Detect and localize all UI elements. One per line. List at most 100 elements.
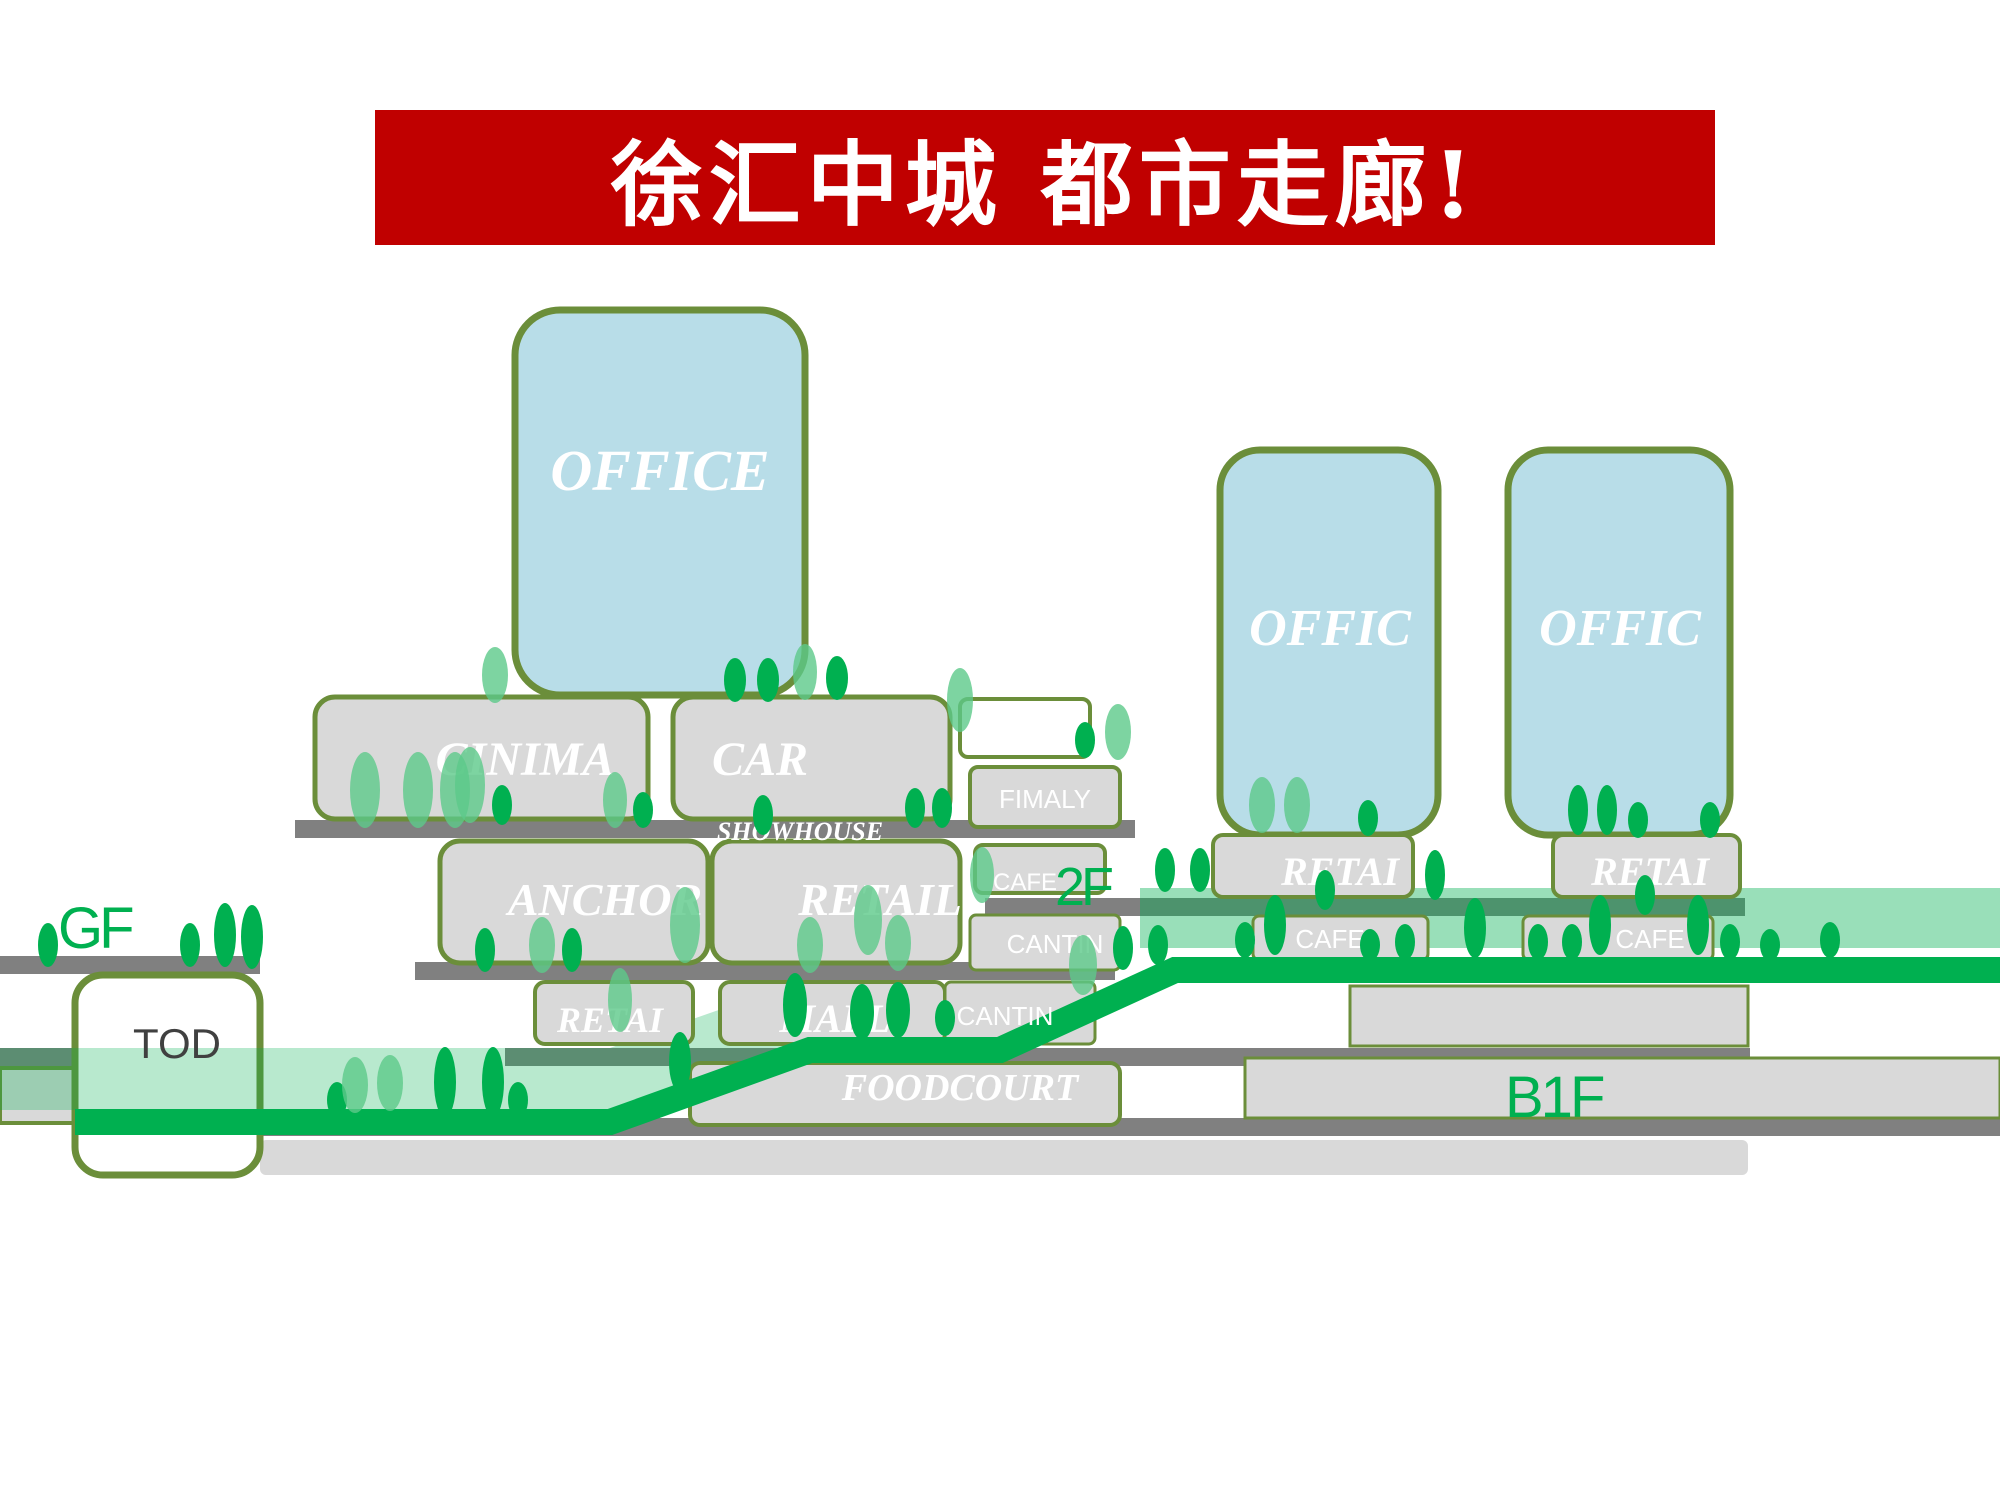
tree — [608, 968, 632, 1032]
tree — [214, 903, 236, 967]
urban-corridor-path — [75, 957, 2000, 1135]
tree — [670, 887, 700, 963]
tree — [724, 658, 746, 702]
tree — [1589, 895, 1611, 955]
page-title: 徐汇中城 都市走廊! — [610, 131, 1480, 239]
retail-right-1-label: RETAI — [1280, 849, 1400, 894]
b1-slab-left — [0, 1048, 75, 1066]
tree — [1395, 924, 1415, 960]
tree — [508, 1082, 528, 1118]
tree — [1155, 848, 1175, 892]
gf-right-block — [1348, 984, 1750, 1048]
level-gf-label: GF — [58, 896, 133, 961]
tree — [753, 795, 773, 835]
showhouse-label: SHOWHOUSE — [717, 817, 883, 846]
office-main-label: OFFICE — [550, 438, 769, 503]
tree — [377, 1055, 403, 1111]
tree — [403, 752, 433, 828]
tree — [562, 928, 582, 972]
tree — [482, 647, 508, 703]
tree — [1113, 926, 1133, 970]
cantin-gf-label: CANTIN — [957, 1001, 1054, 1031]
anchor-label: ANCHOR — [505, 874, 702, 925]
tree — [455, 747, 485, 823]
tree — [1148, 925, 1168, 965]
tree — [1264, 895, 1286, 955]
tree — [947, 668, 973, 732]
tree — [1425, 850, 1445, 900]
tree — [350, 752, 380, 828]
tree — [797, 917, 823, 973]
tree — [850, 984, 874, 1040]
tree — [885, 915, 911, 971]
tree — [1360, 929, 1380, 961]
tree — [669, 1032, 691, 1092]
sport-label: SPRT — [998, 717, 1063, 746]
tree — [757, 658, 779, 702]
tree — [1528, 924, 1548, 960]
tree — [1464, 898, 1486, 958]
tree — [603, 772, 627, 828]
tree — [1628, 802, 1648, 838]
tree — [529, 917, 555, 973]
upper-slab-left — [295, 820, 1135, 838]
office-tower-main — [511, 306, 809, 699]
level-2f-label: 2F — [1055, 857, 1112, 917]
tree — [905, 788, 925, 828]
foodcourt-label: FOODCOURT — [841, 1067, 1080, 1109]
car-label: CAR — [712, 733, 808, 786]
fimaly-label: FIMALY — [999, 784, 1091, 814]
2f-slab-right — [985, 898, 1745, 916]
tree — [935, 1000, 955, 1036]
cafe-right-2-label: CAFE — [1615, 924, 1684, 954]
tree — [970, 847, 994, 903]
tree — [475, 928, 495, 972]
tree — [783, 973, 807, 1037]
tree — [1235, 922, 1255, 958]
tree — [1687, 895, 1709, 955]
tree — [633, 792, 653, 828]
tree — [1820, 922, 1840, 958]
tree — [327, 1082, 347, 1118]
trees — [38, 644, 1840, 1118]
tree — [1700, 802, 1720, 838]
tree — [854, 885, 882, 955]
fimaly-block — [968, 765, 1122, 829]
mid-slab — [415, 962, 1115, 980]
tree — [1358, 800, 1378, 836]
tree — [1315, 870, 1335, 910]
tree — [1190, 848, 1210, 892]
tree — [932, 788, 952, 828]
tod-label: TOD — [133, 1020, 221, 1067]
tree — [1720, 924, 1740, 960]
tree — [886, 982, 910, 1038]
tree — [1635, 875, 1655, 915]
tree — [241, 905, 263, 969]
tree — [826, 656, 848, 700]
base-slab — [260, 1140, 1748, 1175]
tree — [1284, 777, 1310, 833]
tree — [1075, 722, 1095, 758]
tree — [482, 1047, 504, 1117]
tree — [180, 923, 200, 967]
tree — [1597, 785, 1617, 835]
tree — [342, 1057, 368, 1113]
tree — [1760, 929, 1780, 961]
tree — [38, 923, 58, 967]
office-right-label: OFFIC — [1539, 600, 1702, 657]
b1-right-block — [1243, 1056, 2000, 1120]
tree — [1562, 924, 1582, 960]
tree — [1105, 704, 1131, 760]
cinema-block — [312, 694, 651, 822]
tree — [1568, 785, 1588, 835]
tree — [793, 644, 817, 700]
tree — [1249, 777, 1275, 833]
car-block — [670, 694, 953, 822]
level-b1f-label: B1F — [1505, 1065, 1604, 1130]
tree — [492, 785, 512, 825]
cafe-2f-label: CAFE — [993, 869, 1057, 896]
retail-right-1-block — [1211, 833, 1415, 899]
b1-slab — [245, 1118, 2000, 1136]
